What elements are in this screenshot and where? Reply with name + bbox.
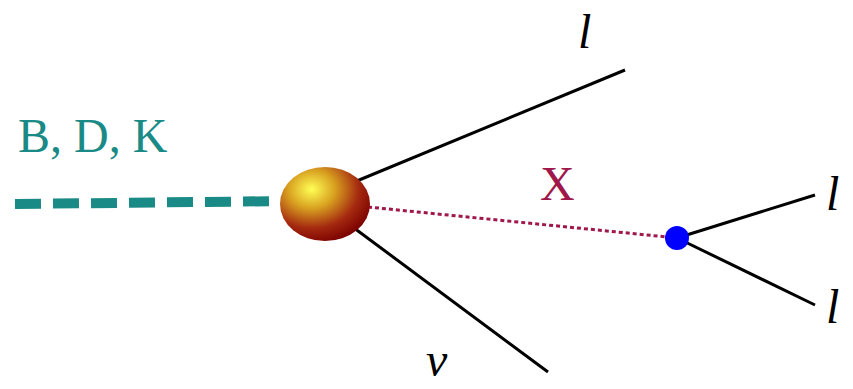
decay-vertex-blob [280,167,370,241]
neutrino-label: ν [426,336,447,384]
lepton-line [677,238,815,305]
meson-line [15,201,290,204]
neutrino-line [350,225,548,372]
lepton-label: l [826,283,839,331]
lepton-label: l [826,170,839,218]
lepton-line [677,195,815,238]
meson-label: B, D, K [18,112,167,160]
x-boson-label: X [540,160,575,208]
lepton-line [335,70,625,190]
x-boson-line [368,207,677,238]
x-vertex-dot [665,226,689,250]
lepton-label: l [578,8,591,56]
